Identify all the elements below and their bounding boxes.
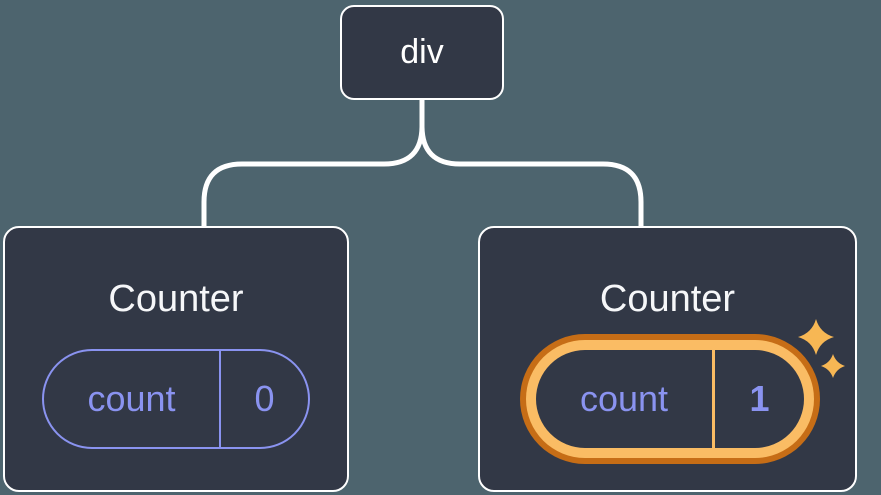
state-pill-left: count 0: [42, 349, 310, 449]
state-highlight-ring: count 1: [520, 334, 820, 464]
state-value-left: 0: [219, 351, 308, 447]
state-pill-right: count 1: [536, 350, 804, 448]
state-highlight-ring-inner: count 1: [526, 340, 814, 458]
counter-card-left: Counter count 0: [3, 226, 349, 492]
root-node-div: div: [340, 5, 504, 100]
state-value-right: 1: [712, 350, 804, 448]
state-name-left: count: [87, 378, 176, 419]
connector-branch-right: [419, 95, 644, 233]
component-title-right: Counter: [599, 278, 736, 320]
root-node-label: div: [400, 33, 444, 71]
component-title-left: Counter: [108, 278, 244, 320]
sparkle-large: [798, 319, 834, 355]
counter-card-right: Counter count 1: [478, 226, 857, 492]
sparkles-icon: [798, 319, 845, 378]
connector-branch-left: [201, 95, 425, 233]
state-name-right: count: [579, 378, 669, 419]
sparkle-small: [821, 354, 845, 378]
